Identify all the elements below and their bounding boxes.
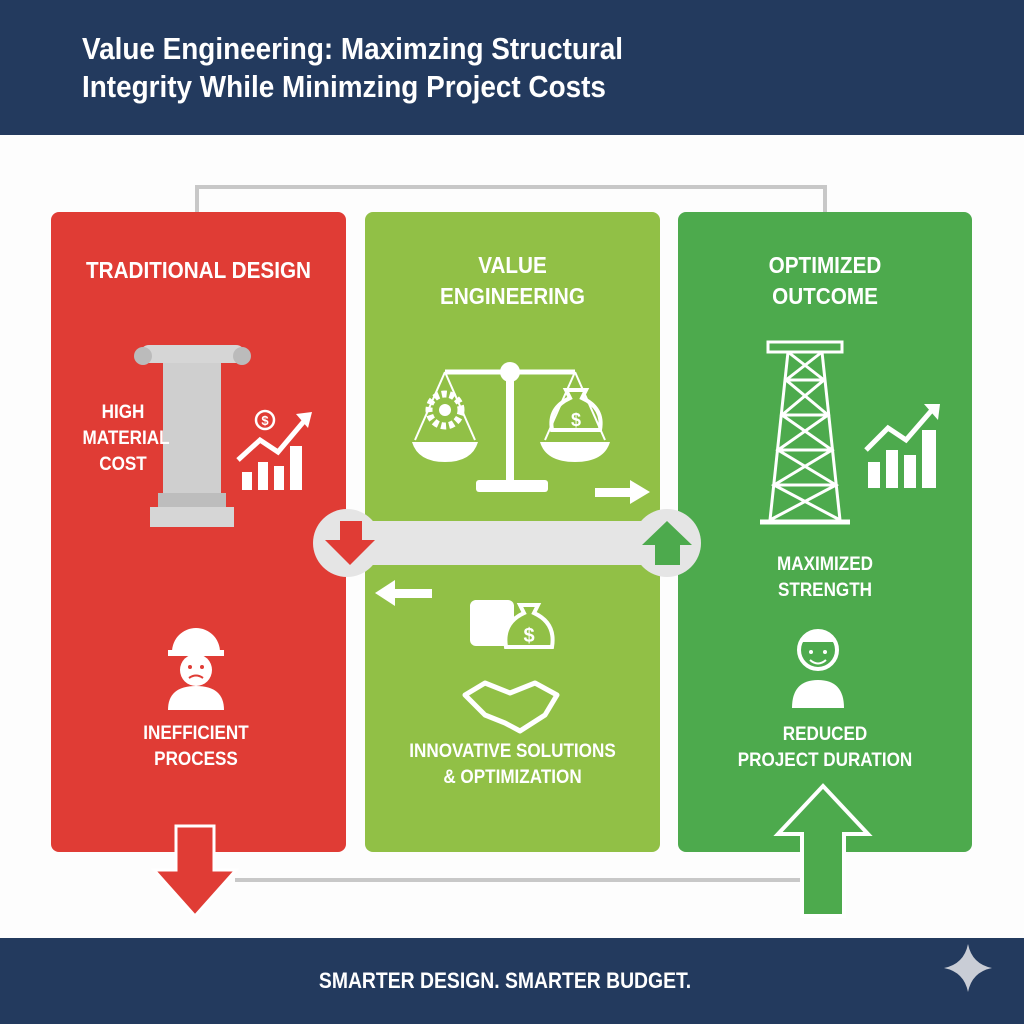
blueprint-money-icon: $ — [470, 600, 555, 649]
balance-scale-icon: $ — [412, 362, 610, 492]
svg-text:$: $ — [571, 410, 581, 430]
footer-banner — [0, 938, 1024, 1024]
traditional-title: TRADITIONAL DESIGN — [85, 257, 312, 283]
rising-cost-chart-icon: $ — [236, 409, 312, 490]
tagline: SMARTER DESIGN. SMARTER BUDGET. — [318, 968, 692, 993]
central-connector-bar — [313, 509, 701, 577]
strength-up-arrow-icon — [773, 783, 873, 918]
lattice-tower-icon — [760, 340, 850, 525]
happy-person-icon — [792, 629, 844, 708]
innovative-solutions-label: INNOVATIVE SOLUTIONS& OPTIMIZATION — [409, 741, 616, 788]
svg-text:$: $ — [261, 413, 269, 428]
column-icon — [134, 345, 251, 527]
red-down-arrow-icon — [325, 521, 375, 565]
panel-traditional-design — [51, 212, 346, 852]
green-up-arrow-icon — [642, 521, 692, 565]
unhappy-worker-icon — [168, 628, 224, 710]
arrow-right-icon — [595, 480, 650, 504]
svg-text:$: $ — [523, 625, 534, 647]
bottom-connector — [235, 878, 805, 882]
arrow-left-icon — [375, 580, 432, 606]
sparkle-icon — [944, 944, 992, 992]
header-banner — [0, 0, 1024, 135]
panel-optimized-outcome — [678, 212, 972, 852]
growth-chart-icon — [864, 404, 940, 488]
cost-down-arrow-icon — [150, 824, 240, 919]
handshake-icon — [462, 680, 560, 734]
